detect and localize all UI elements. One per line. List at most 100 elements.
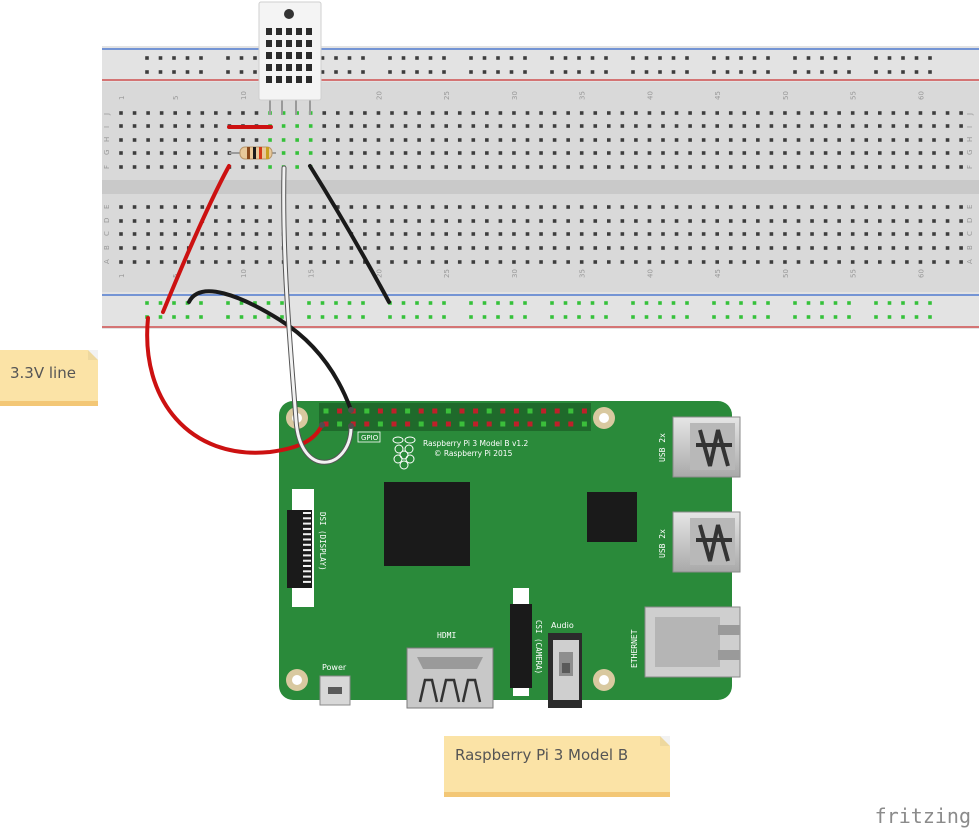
breadboard-hole (864, 124, 869, 128)
breadboard-hole (932, 246, 936, 250)
column-number-label: 5 (172, 96, 180, 100)
rail-hole (604, 56, 608, 60)
breadboard-hole (498, 151, 503, 155)
rail-hole (685, 56, 689, 60)
row-letter-label: F (103, 165, 111, 169)
breadboard-hole (200, 111, 205, 115)
breadboard-hole (322, 111, 327, 115)
breadboard-hole (756, 111, 760, 115)
breadboard-hole (444, 205, 448, 209)
breadboard-hole (525, 205, 530, 209)
column-number-label: 60 (917, 269, 925, 278)
rail-hole (847, 56, 851, 60)
breadboard-hole (552, 232, 557, 236)
breadboard-hole (661, 111, 665, 115)
breadboard-hole (227, 111, 232, 115)
breadboard-hole (864, 151, 869, 155)
breadboard-hole (457, 124, 462, 128)
breadboard-hole (268, 219, 272, 223)
breadboard-hole (186, 124, 191, 128)
rail-hole (725, 301, 730, 305)
breadboard-hole (918, 165, 923, 169)
breadboard-hole (322, 232, 327, 236)
rail-hole (563, 70, 568, 74)
breadboard-hole (579, 246, 584, 250)
breadboard-hole (403, 232, 408, 236)
breadboard-hole (769, 232, 774, 236)
rail-hole (847, 70, 851, 74)
gpio-pin (377, 408, 383, 414)
rail-hole (847, 301, 851, 305)
breadboard-hole (728, 232, 733, 236)
raspberry-pi-board: GPIO Raspberry Pi 3 Model B v1.2 © Raspb… (279, 401, 741, 709)
rail-hole (874, 315, 878, 319)
dht-sensor-hole (284, 9, 294, 19)
breadboard-hole (837, 111, 841, 115)
breadboard-hole (457, 151, 462, 155)
breadboard-hole (579, 111, 584, 115)
rail-hole (266, 301, 271, 305)
breadboard-hole (146, 138, 150, 142)
breadboard-hole (295, 138, 299, 142)
gpio-pin (432, 408, 438, 414)
breadboard-hole (119, 151, 123, 155)
fritzing-logo: fritzing (874, 804, 971, 828)
column-number-label: 45 (714, 91, 722, 100)
rail-hole (928, 315, 932, 319)
breadboard-hole (850, 165, 855, 169)
breadboard-hole (241, 232, 245, 236)
breadboard-hole (864, 205, 869, 209)
breadboard-hole (539, 111, 543, 115)
breadboard-hole (376, 219, 381, 223)
breadboard-hole (539, 219, 543, 223)
rail-hole (577, 70, 581, 74)
breadboard-hole (444, 246, 448, 250)
breadboard-hole (661, 232, 665, 236)
breadboard-hole (593, 124, 598, 128)
breadboard-hole (905, 165, 909, 169)
rail-hole (388, 315, 392, 319)
row-letter-label: B (966, 245, 974, 250)
rail-hole (577, 56, 581, 60)
breadboard-hole (796, 246, 801, 250)
breadboard-hole (525, 246, 530, 250)
breadboard-hole (620, 232, 625, 236)
dht-grille-slot (286, 40, 292, 47)
rail-hole (509, 56, 514, 60)
column-number-label: 25 (443, 91, 451, 100)
breadboard-hole (728, 124, 733, 128)
rail-hole (509, 301, 514, 305)
breadboard-hole (634, 246, 638, 250)
lan-chip (587, 492, 637, 542)
breadboard-hole (159, 151, 164, 155)
breadboard-hole (878, 111, 882, 115)
breadboard-hole (132, 138, 137, 142)
dht-grille-slot (286, 52, 292, 59)
breadboard-hole (959, 232, 963, 236)
breadboard-hole (376, 205, 381, 209)
rail-hole (928, 56, 932, 60)
rpi-pcb (279, 401, 732, 700)
raspberry-logo-icon (392, 436, 416, 470)
breadboard-hole (308, 260, 313, 264)
breadboard-hole (363, 165, 367, 169)
rail-hole (793, 70, 797, 74)
rail-hole (172, 56, 176, 60)
breadboard-hole (322, 246, 327, 250)
dht-grille-slot (266, 28, 272, 35)
breadboard-hole (959, 138, 963, 142)
breadboard-hole (349, 219, 354, 223)
breadboard-hole (308, 205, 313, 209)
breadboard-hole (295, 246, 299, 250)
breadboard-hole (878, 232, 882, 236)
rail-hole (226, 315, 230, 319)
dsi-pin (303, 565, 311, 567)
breadboard-hole (783, 205, 787, 209)
breadboard-hole (512, 151, 516, 155)
breadboard-hole (119, 111, 123, 115)
rail-hole (496, 56, 500, 60)
gpio-pin (500, 408, 506, 414)
gpio-pin (377, 421, 383, 427)
rail-hole (469, 70, 473, 74)
breadboard-hole (823, 205, 828, 209)
